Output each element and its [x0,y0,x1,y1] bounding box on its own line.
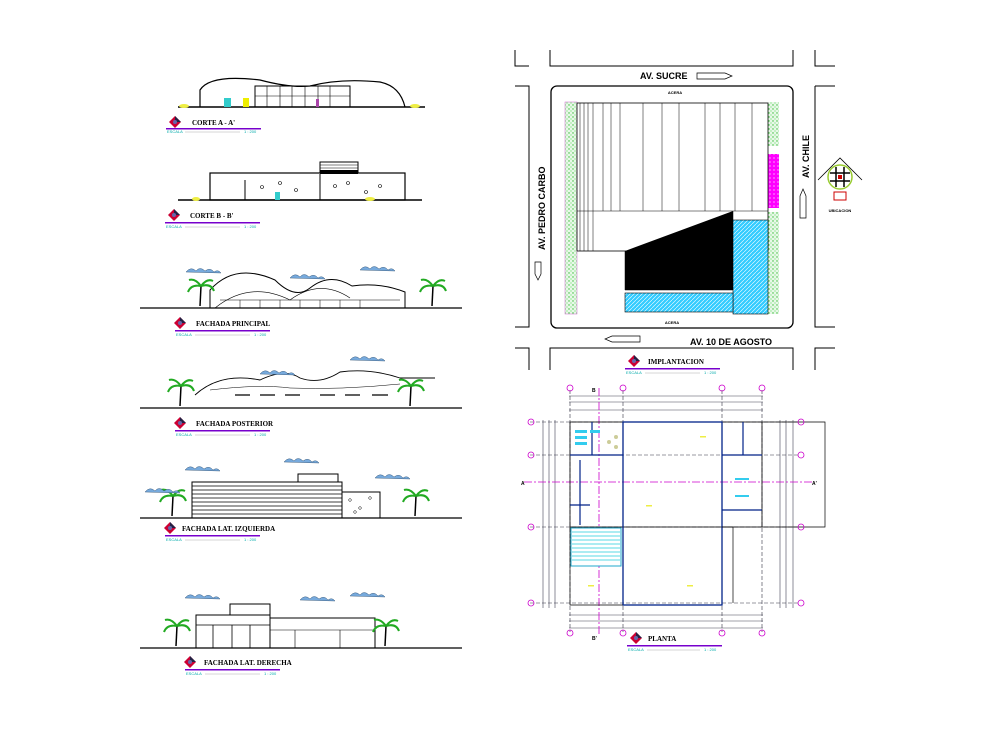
street-label-bottom: AV. 10 DE AGOSTO [690,337,772,347]
sidewalk-label-top: ACERA [668,90,682,95]
svg-text:ESCALA: ESCALA [176,332,192,337]
fachada-principal-drawing [140,266,462,309]
arrow-left-icon [604,335,641,343]
svg-text:ESCALA: ESCALA [628,647,644,652]
corte-b-title-block: CORTE B - B' ESCALA 1 : 200 [165,209,260,229]
svg-text:IMPLANTACION: IMPLANTACION [648,358,704,366]
svg-text:1 : 200: 1 : 200 [704,370,717,375]
svg-text:ESCALA: ESCALA [626,370,642,375]
svg-text:1 : 200: 1 : 200 [254,432,267,437]
svg-text:ESCALA: ESCALA [166,224,182,229]
sidewalk-label-bottom: ACERA [665,320,679,325]
svg-text:ESCALA: ESCALA [186,671,202,676]
svg-text:1 : 200: 1 : 200 [244,537,257,542]
axis-a2-label: A' [812,481,817,487]
fachada-lat-izquierda-title-block: FACHADA LAT. IZQUIERDA ESCALA 1 : 200 [164,522,275,542]
fachada-posterior-drawing [140,356,462,409]
site-title-block: IMPLANTACION ESCALA 1 : 200 [625,355,720,375]
svg-text:FACHADA PRINCIPAL: FACHADA PRINCIPAL [196,320,271,328]
fachada-principal-title-block: FACHADA PRINCIPAL ESCALA 1 : 200 [174,317,271,337]
svg-text:ESCALA: ESCALA [167,129,183,134]
svg-text:ESCALA: ESCALA [176,432,192,437]
fachada-lat-derecha-drawing [140,592,462,649]
svg-text:FACHADA POSTERIOR: FACHADA POSTERIOR [196,420,274,428]
arrow-up-icon [799,188,807,219]
corte-a-drawing [178,77,425,108]
svg-text:1 : 200: 1 : 200 [244,129,257,134]
svg-text:PLANTA: PLANTA [648,635,676,643]
svg-text:FACHADA LAT. DERECHA: FACHADA LAT. DERECHA [204,659,292,667]
location-symbol: UBICACION [817,157,863,213]
street-label-right: AV. CHILE [801,135,811,178]
svg-text:1 : 200: 1 : 200 [244,224,257,229]
street-label-top: AV. SUCRE [640,71,688,81]
fachada-posterior-title-block: FACHADA POSTERIOR ESCALA 1 : 200 [174,417,274,437]
axis-b-label: B [592,388,596,394]
svg-text:CORTE A - A': CORTE A - A' [192,119,235,127]
street-label-left: AV. PEDRO CARBO [537,166,547,250]
corte-a-title-block: CORTE A - A' ESCALA 1 : 200 [166,116,261,134]
site-plan: ACERA ACERA AV. SUCRE AV. PEDRO CARBO AV… [514,50,835,370]
axis-b2-label: B' [592,636,597,642]
location-label: UBICACION [829,208,852,213]
svg-text:ESCALA: ESCALA [166,537,182,542]
svg-text:1 : 200: 1 : 200 [704,647,717,652]
svg-text:1 : 200: 1 : 200 [264,671,277,676]
fachada-lat-izquierda-drawing [140,458,462,519]
svg-text:1 : 200: 1 : 200 [254,332,267,337]
axis-a-label: A [521,481,525,487]
floor-plan: A A' B B' [521,384,826,642]
plan-title-block: PLANTA ESCALA 1 : 200 [627,632,722,652]
svg-text:FACHADA LAT. IZQUIERDA: FACHADA LAT. IZQUIERDA [182,525,275,533]
arrow-right-icon [696,72,733,80]
fachada-lat-derecha-title-block: FACHADA LAT. DERECHA ESCALA 1 : 200 [184,656,292,676]
svg-text:CORTE B - B': CORTE B - B' [190,212,234,220]
corte-b-drawing [178,161,422,201]
arrow-down-icon [534,261,542,281]
